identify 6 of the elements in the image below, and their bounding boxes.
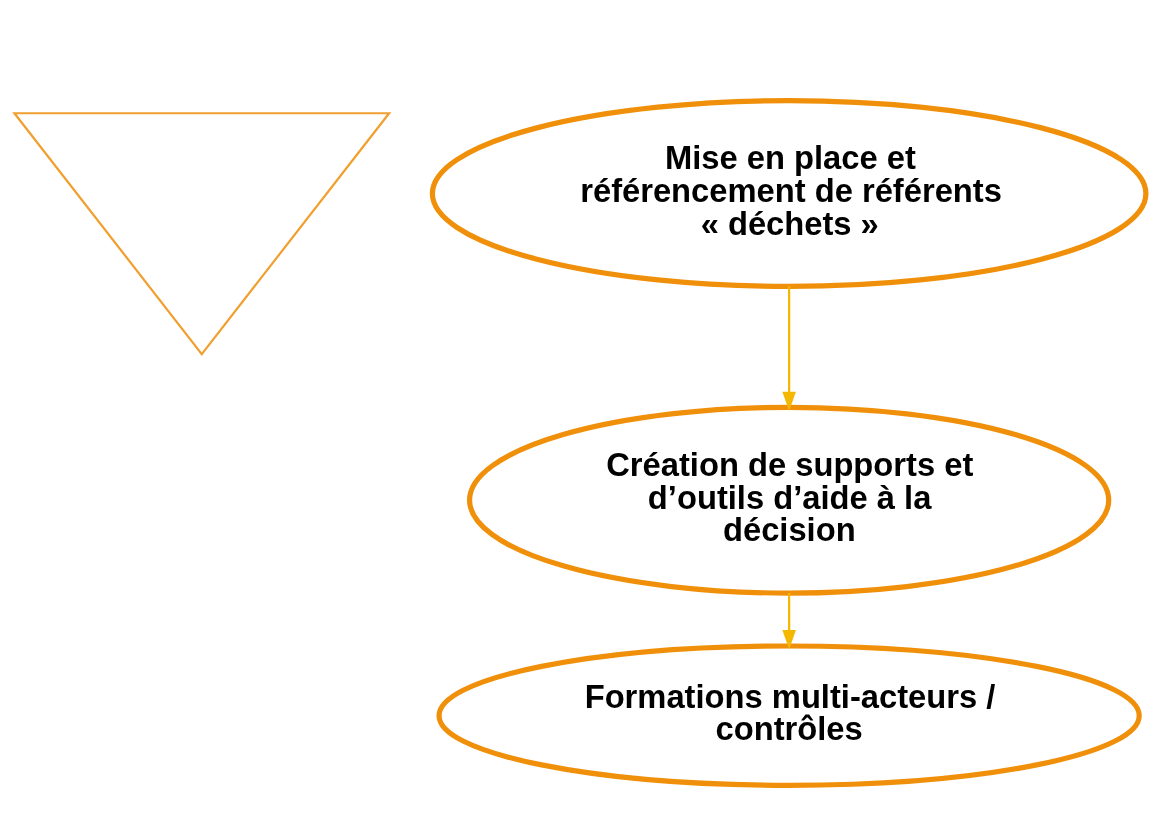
- node-ellipse: Formations multi-acteurs / contrôles: [436, 642, 1142, 788]
- node-ellipse: Création de supports et d’outils d’aide à la décision: [466, 404, 1112, 596]
- arrow: [782, 592, 796, 649]
- arrow: [782, 285, 796, 411]
- node-triangle: [12, 111, 392, 356]
- node-ellipse: Mise en place et référencement de référents « déchets »: [429, 97, 1149, 289]
